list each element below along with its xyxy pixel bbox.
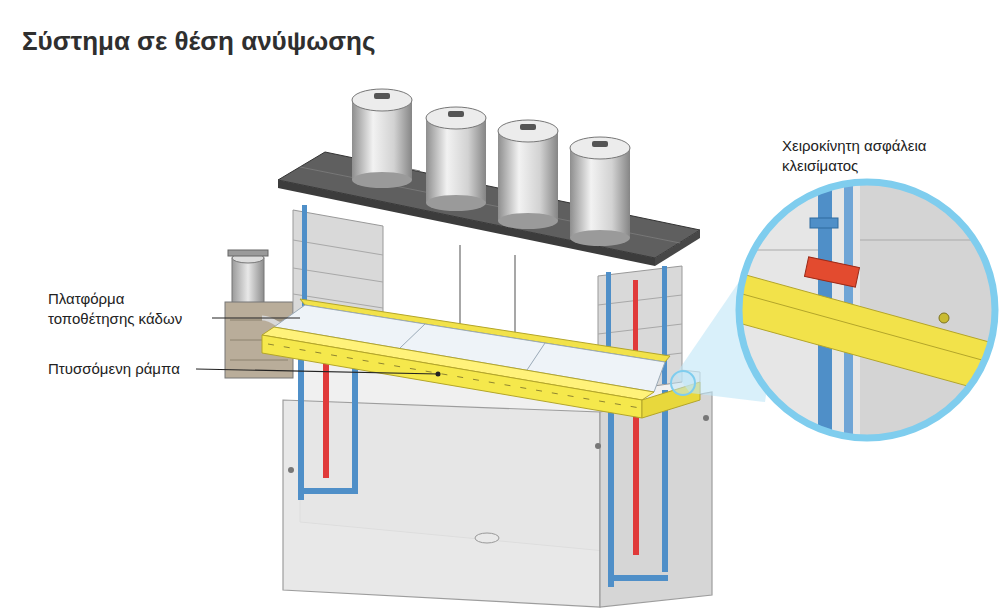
frame-bar xyxy=(298,488,358,494)
detail-magnifier xyxy=(671,182,1000,438)
bin-base xyxy=(570,230,630,246)
bin-slot xyxy=(374,93,390,99)
bolt xyxy=(288,467,294,473)
manual-lock xyxy=(804,257,859,287)
magnifier-ring xyxy=(739,182,995,438)
bin-slot xyxy=(592,141,608,147)
bin-slot xyxy=(448,111,464,117)
roof-top xyxy=(278,152,700,258)
waste-bin xyxy=(570,137,630,246)
drain xyxy=(475,533,499,543)
bolt xyxy=(703,415,709,421)
detail-view xyxy=(735,182,1000,438)
bin-top xyxy=(352,89,412,111)
ramp-hinge-line xyxy=(268,344,640,408)
pit-side-wall xyxy=(600,392,712,607)
leader-line xyxy=(196,369,438,374)
detail-clip xyxy=(810,218,838,228)
bin-base xyxy=(426,195,486,211)
frame-bar xyxy=(608,575,668,581)
louver xyxy=(230,320,288,321)
frame-post xyxy=(298,345,304,500)
leader-dot xyxy=(436,372,441,377)
roof-slab xyxy=(278,152,700,266)
bin-body xyxy=(498,131,558,221)
bin-slot xyxy=(520,124,536,130)
leader-lines xyxy=(196,318,441,377)
part-label: Πτυσσόμενη ράμπα xyxy=(48,359,193,379)
support-rod xyxy=(514,255,516,340)
leader-line xyxy=(212,317,300,318)
bin-body xyxy=(426,118,486,203)
waste-bin xyxy=(498,120,558,229)
louver xyxy=(230,360,288,361)
beam-edge xyxy=(735,292,1000,365)
bolt xyxy=(595,443,601,449)
detail-yellow-beam xyxy=(735,272,1000,395)
control-cylinder-cap xyxy=(228,250,268,256)
bolt xyxy=(939,313,949,323)
platform-seam xyxy=(400,324,425,348)
lifting-platform xyxy=(262,299,700,418)
bin-body xyxy=(352,100,412,180)
bin-base xyxy=(498,213,558,229)
roof-side xyxy=(655,230,700,266)
folding-ramp xyxy=(262,335,642,418)
detail-wall-panel xyxy=(860,182,995,438)
support-rod xyxy=(459,245,461,330)
part-label: Πλατφόρμα τοποθέτησης κάδων xyxy=(48,289,198,328)
detail-marker xyxy=(671,371,695,395)
waste-bin xyxy=(352,89,412,188)
frame-post xyxy=(662,390,668,572)
bin-top xyxy=(498,120,558,142)
part-label: Χειροκίνητη ασφάλεια κλεισίματος xyxy=(782,136,972,175)
bin-top xyxy=(570,137,630,159)
bin-top xyxy=(426,107,486,129)
waste-bin xyxy=(426,107,486,211)
platform-seam xyxy=(527,343,545,370)
bin-base xyxy=(352,172,412,188)
control-cylinder xyxy=(232,258,264,303)
frame-post xyxy=(608,395,614,587)
pit-front-wall xyxy=(283,400,600,607)
control-unit xyxy=(225,250,293,378)
waste-bins xyxy=(352,89,630,246)
bin-body xyxy=(570,148,630,238)
page-title: Σύστημα σε θέση ανύψωσης xyxy=(22,26,375,57)
